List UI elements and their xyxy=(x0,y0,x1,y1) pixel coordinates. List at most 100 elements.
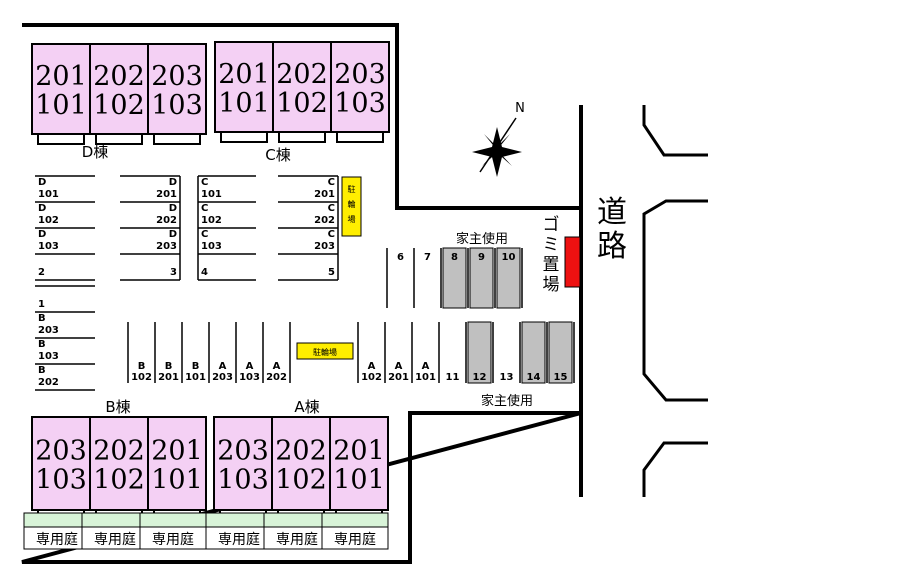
parking-slot: 7 xyxy=(424,252,431,263)
slot-number: 203 xyxy=(212,372,233,383)
slot-number: 102 xyxy=(131,372,152,383)
slot-building: D xyxy=(38,229,46,240)
private-gardens: 専用庭専用庭専用庭専用庭専用庭専用庭 xyxy=(23,512,389,550)
building-label-a: A棟 xyxy=(294,398,319,416)
slot-building: B xyxy=(165,361,173,372)
unit-block xyxy=(214,41,274,133)
slot-number: 202 xyxy=(314,215,335,226)
parking-slot: 15 xyxy=(548,321,573,384)
road-label-1: 道 xyxy=(597,195,627,230)
parking-slot: 5 xyxy=(328,267,335,278)
slot-number: 201 xyxy=(158,372,179,383)
garbage-area xyxy=(564,236,581,288)
building-label-d: D棟 xyxy=(82,143,109,161)
parking-slot: 4 xyxy=(201,267,208,278)
balcony xyxy=(95,133,143,145)
property-boundary xyxy=(21,23,582,564)
slot-building: C xyxy=(201,229,208,240)
unit-lower-number: 101 xyxy=(218,88,270,119)
slot-building: C xyxy=(328,203,335,214)
owner-use-label-top: 家主使用 xyxy=(456,231,508,247)
unit-upper-number: 201 xyxy=(151,436,203,467)
unit-block xyxy=(147,416,207,511)
slot-building: A xyxy=(219,361,227,372)
slot-building: C xyxy=(328,229,335,240)
slot-number: 103 xyxy=(201,241,222,252)
unit-lower-number: 102 xyxy=(275,465,327,496)
unit-upper-number: 201 xyxy=(333,436,385,467)
slot-number: 1 xyxy=(38,299,45,310)
unit-upper-number: 203 xyxy=(334,59,386,90)
private-garden-label: 専用庭 xyxy=(152,531,194,548)
parking-slot: 6 xyxy=(397,252,404,263)
unit-upper-number: 202 xyxy=(93,61,145,92)
slot-number: 3 xyxy=(170,267,177,278)
balcony xyxy=(37,133,85,145)
slot-number: 5 xyxy=(328,267,335,278)
private-garden-label: 専用庭 xyxy=(334,531,376,548)
slot-building: B xyxy=(38,313,46,324)
parking-slot: 8 xyxy=(442,247,467,309)
parking-slot: 12 xyxy=(467,321,492,384)
bicycle-parking-horizontal-label: 駐輪場 xyxy=(313,347,337,357)
slot-number: 101 xyxy=(185,372,206,383)
owner-use-label-bottom: 家主使用 xyxy=(481,393,533,409)
slot-number: 10 xyxy=(502,252,516,263)
owner-use-space xyxy=(469,247,494,309)
slot-number: 103 xyxy=(38,241,59,252)
slot-number: 103 xyxy=(239,372,260,383)
unit-lower-number: 103 xyxy=(334,88,386,119)
slot-building: A xyxy=(368,361,376,372)
garbage-label-1: ゴ xyxy=(543,214,560,235)
slot-number: 101 xyxy=(38,189,59,200)
slot-building: A xyxy=(422,361,430,372)
unit-lower-number: 101 xyxy=(151,465,203,496)
slot-number: 13 xyxy=(500,372,514,383)
slot-number: 201 xyxy=(388,372,409,383)
building-label-c: C棟 xyxy=(265,146,290,164)
private-garden: 専用庭 xyxy=(321,512,389,550)
slot-number: 6 xyxy=(397,252,404,263)
buildings-layer: 201101202102203103D棟201101202102203103C棟… xyxy=(23,41,390,550)
slot-number: 7 xyxy=(424,252,431,263)
unit-upper-number: 202 xyxy=(93,436,145,467)
slot-building: A xyxy=(273,361,281,372)
unit-lower-number: 103 xyxy=(217,465,269,496)
unit-lower-number: 102 xyxy=(93,465,145,496)
unit-upper-number: 202 xyxy=(276,59,328,90)
unit-lower-number: 101 xyxy=(35,90,87,121)
slot-number: 201 xyxy=(156,189,177,200)
garbage-label-2: ミ xyxy=(543,235,560,255)
unit-block xyxy=(31,416,91,511)
unit-lower-number: 103 xyxy=(151,90,203,121)
slot-number: 14 xyxy=(527,372,541,383)
parking-slot: 3 xyxy=(170,267,177,278)
bicycle-parking-vertical-label-1: 駐 xyxy=(348,184,356,194)
road-curb-bottom xyxy=(642,441,708,497)
